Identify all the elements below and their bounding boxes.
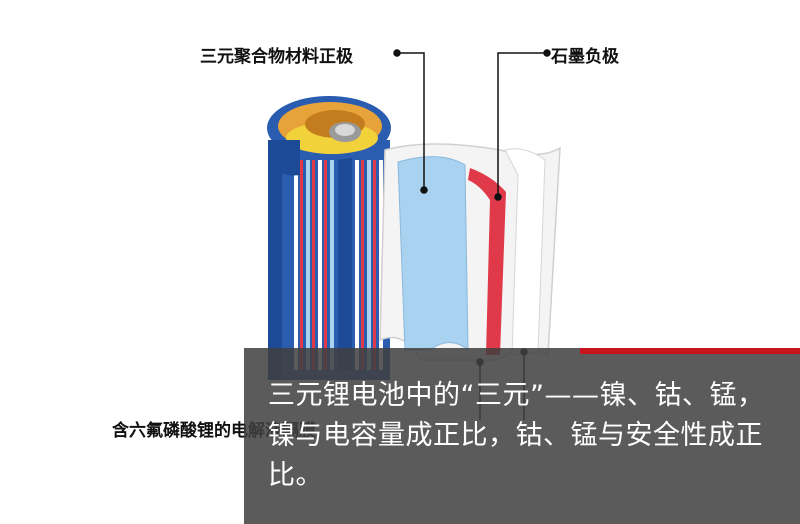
electrode-stripes [294,150,383,370]
unrolled-layers [379,143,561,361]
caption-box [244,348,800,524]
caption-accent-bar [580,348,800,354]
caption-text: 三元锂电池中的“三元”——镍、钴、锰，镍与电容量成正比，钴、锰与安全性成正比。 [268,380,765,491]
battery-cylinder [267,96,391,380]
label-anode: 石墨负极 [551,47,619,67]
label-cathode: 三元聚合物材料正极 [200,47,353,67]
